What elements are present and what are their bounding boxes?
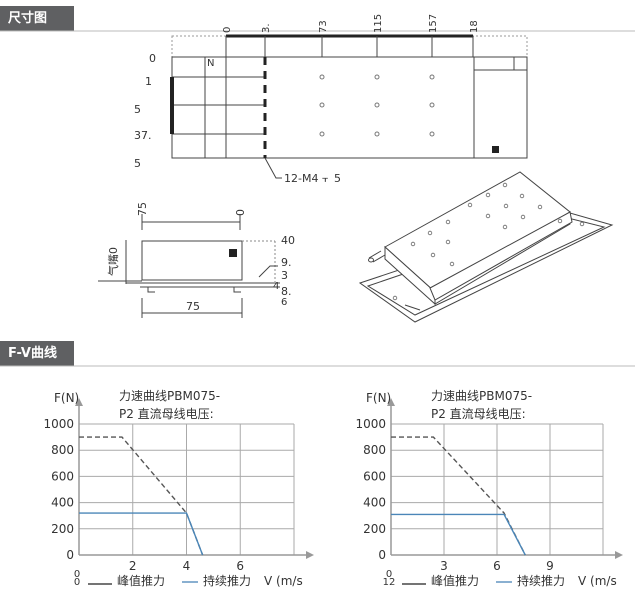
isometric-view (358, 171, 614, 323)
x-cut-label: 0 (74, 577, 80, 588)
legend-continuous-label-left: 持续推力 (203, 573, 251, 588)
top-tick-2: 73 (318, 20, 329, 33)
chart-subtitle: P2 直流母线电压: (431, 407, 526, 421)
side-top-label-0: 75 (136, 202, 149, 216)
air-nozzle-label: 气嘴0 (106, 247, 120, 276)
legend-peak-label-left: 峰值推力 (117, 573, 165, 588)
hole-depth: 5 (334, 172, 341, 185)
y-tick-label: 1000 (43, 417, 74, 431)
side-right-label-4: 8. (281, 285, 292, 298)
y-axis-label: F(N) (366, 391, 391, 405)
side-right-label-5: 6 (281, 297, 287, 308)
legend-velocity-label-left: V (m/s (264, 574, 303, 588)
y-tick-label: 600 (51, 469, 74, 483)
continuous-force-line (391, 513, 526, 556)
x-tick-label: 6 (493, 559, 501, 573)
x-cut-label: 12 (383, 577, 396, 588)
y-tick-label: 800 (51, 443, 74, 457)
side-right-label-1: 9. (281, 256, 292, 269)
peak-force-line (391, 436, 526, 556)
legend-peak-label-right: 峰值推力 (431, 573, 479, 588)
side-view-drawing (98, 214, 280, 318)
chart-subtitle: P2 直流母线电压: (119, 407, 214, 421)
left-tick-0: 0 (149, 52, 156, 65)
side-right-label-0: 40 (281, 234, 295, 247)
y-axis-arrow (75, 398, 83, 406)
x-origin-label: 0 (386, 569, 392, 580)
y-axis-arrow (387, 398, 395, 406)
top-tick-5: 18 (469, 20, 480, 33)
x-axis-arrow (615, 551, 623, 559)
hole-callout: 12-M4 (284, 172, 318, 185)
left-tick-3: 37. (134, 129, 152, 142)
legend-velocity-label-right: V (m/s (578, 574, 617, 588)
peak-force-line (79, 436, 204, 556)
chart-legend: 峰值推力 持续推力 V (m/s 峰值推力 持续推力 V (m/s (88, 573, 617, 588)
chart-title: 力速曲线PBM075- (119, 389, 220, 403)
y-tick-label: 200 (51, 522, 74, 536)
y-axis-label: F(N) (54, 391, 79, 405)
x-tick-label: 3 (440, 559, 448, 573)
y-tick-label: 0 (378, 548, 386, 562)
depth-symbol: ⫟ (322, 172, 329, 185)
left-tick-1: 1 (145, 75, 152, 88)
chart-title: 力速曲线PBM075- (431, 389, 532, 403)
x-tick-label: 6 (236, 559, 244, 573)
left-tick-2: 5 (134, 103, 141, 116)
x-origin-label: 0 (74, 569, 80, 580)
y-tick-label: 600 (363, 469, 386, 483)
y-tick-label: 400 (363, 496, 386, 510)
n-mark: N (207, 58, 214, 69)
top-tick-1: 3. (261, 23, 272, 33)
top-tick-0: 0 (222, 27, 233, 33)
x-tick-label: 9 (546, 559, 554, 573)
continuous-force-line (79, 512, 204, 556)
x-tick-label: 4 (183, 559, 191, 573)
x-tick-label: 2 (129, 559, 137, 573)
top-tick-4: 157 (428, 14, 439, 33)
side-top-label-1: 0 (234, 209, 247, 216)
top-view-drawing (170, 34, 528, 179)
y-tick-label: 400 (51, 496, 74, 510)
y-tick-label: 200 (363, 522, 386, 536)
x-axis-arrow (306, 551, 314, 559)
top-tick-3: 115 (373, 14, 384, 33)
section-title-fv-curve: F-V曲线 (0, 341, 74, 366)
side-right-label-2: 3 (281, 269, 288, 282)
legend-continuous-label-right: 持续推力 (517, 573, 565, 588)
left-tick-4: 5 (134, 157, 141, 170)
section-title-dimensions: 尺寸图 (0, 6, 74, 31)
y-tick-label: 800 (363, 443, 386, 457)
y-tick-label: 1000 (355, 417, 386, 431)
y-tick-label: 0 (66, 548, 74, 562)
side-right-label-3: 4 (273, 281, 279, 292)
side-bottom-label: 75 (186, 300, 200, 313)
